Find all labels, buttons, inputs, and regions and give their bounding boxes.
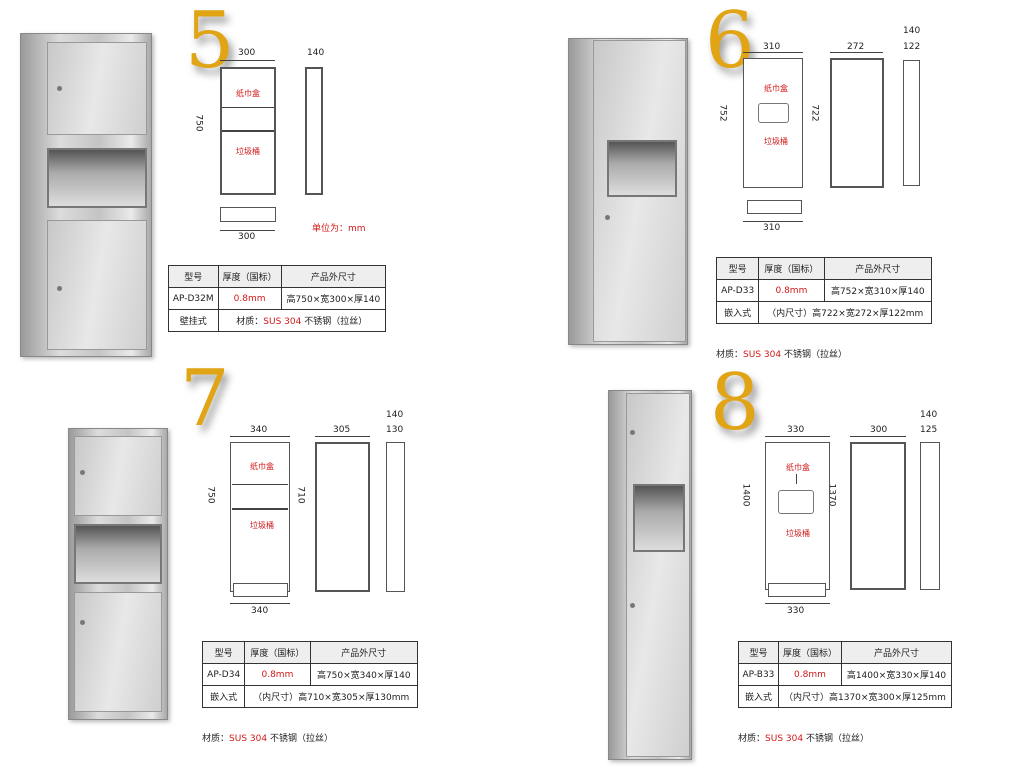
label-towel: 纸巾盒 — [250, 462, 274, 471]
inner-depth-dim: 125 — [920, 425, 938, 435]
unit-note: 单位为：mm — [312, 224, 366, 234]
type-cell: 嵌入式 — [715, 301, 760, 324]
inner-width-dim: 300 — [870, 425, 888, 435]
model-cell: AP-D33 — [715, 279, 760, 302]
label-trash: 垃圾桶 — [764, 137, 788, 146]
label-towel: 纸巾盒 — [786, 463, 810, 472]
inner-height-dim: 722 — [809, 104, 820, 122]
width-dim: 300 — [238, 48, 256, 58]
th-thickness: 厚度（国标） — [244, 641, 311, 664]
material-cell: 材质：SUS 304 不锈钢（拉丝） — [217, 309, 386, 332]
size-cell: 高752×宽310×厚140 — [823, 279, 932, 302]
material-note: 材质：SUS 304 不锈钢（拉丝） — [716, 350, 847, 360]
thickness-cell: 0.8mm — [777, 663, 842, 686]
label-towel: 纸巾盒 — [236, 89, 260, 98]
th-size: 产品外尺寸 — [309, 641, 418, 664]
inner-width-dim: 305 — [333, 425, 351, 435]
inner-width-dim: 272 — [847, 42, 865, 52]
inner-depth-dim: 130 — [386, 425, 404, 435]
model-cell: AP-B33 — [738, 663, 779, 686]
material-note: 材质：SUS 304 不锈钢（拉丝） — [202, 734, 333, 744]
size-cell: 高1400×宽330×厚140 — [840, 663, 953, 686]
depth-dim: 140 — [307, 48, 325, 58]
bottom-dim: 310 — [763, 223, 781, 233]
section-number: 8 — [710, 358, 760, 448]
label-trash: 垃圾桶 — [786, 529, 810, 538]
inner-size-cell: （内尺寸）高722×宽272×厚122mm — [758, 301, 932, 324]
width-dim: 310 — [763, 42, 781, 52]
model-cell: AP-D32M — [168, 287, 219, 310]
th-thickness: 厚度（国标） — [777, 641, 842, 664]
type-cell: 嵌入式 — [738, 685, 779, 708]
th-model: 型号 — [201, 641, 246, 664]
model-cell: AP-D34 — [201, 663, 246, 686]
th-thickness: 厚度（国标） — [758, 257, 825, 280]
section-number: 7 — [180, 354, 230, 444]
inner-height-dim: 710 — [295, 486, 306, 504]
label-trash: 垃圾桶 — [250, 521, 274, 530]
inner-size-cell: （内尺寸）高1370×宽300×厚125mm — [777, 685, 953, 708]
height-dim: 1400 — [740, 483, 751, 507]
width-dim: 330 — [787, 425, 805, 435]
bottom-dim: 330 — [787, 606, 805, 616]
th-thickness: 厚度（国标） — [217, 265, 282, 288]
th-size: 产品外尺寸 — [280, 265, 387, 288]
th-model: 型号 — [715, 257, 760, 280]
size-cell: 高750×宽340×厚140 — [309, 663, 418, 686]
thickness-cell: 0.8mm — [217, 287, 282, 310]
height-dim: 750 — [205, 486, 216, 504]
height-dim: 750 — [193, 114, 204, 132]
inner-depth-dim: 122 — [903, 42, 921, 52]
th-size: 产品外尺寸 — [840, 641, 953, 664]
material-note: 材质：SUS 304 不锈钢（拉丝） — [738, 734, 869, 744]
bottom-dim: 300 — [238, 232, 256, 242]
label-towel: 纸巾盒 — [764, 84, 788, 93]
bottom-dim: 340 — [251, 606, 269, 616]
th-size: 产品外尺寸 — [823, 257, 932, 280]
width-dim: 340 — [250, 425, 268, 435]
size-cell: 高750×宽300×厚140 — [280, 287, 387, 310]
inner-size-cell: （内尺寸）高710×宽305×厚130mm — [244, 685, 418, 708]
height-dim: 752 — [717, 104, 728, 122]
type-cell: 壁挂式 — [168, 309, 219, 332]
label-trash: 垃圾桶 — [236, 147, 260, 156]
thickness-cell: 0.8mm — [758, 279, 825, 302]
depth-dim: 140 — [903, 26, 921, 36]
depth-dim: 140 — [386, 410, 404, 420]
th-model: 型号 — [738, 641, 779, 664]
type-cell: 嵌入式 — [201, 685, 246, 708]
thickness-cell: 0.8mm — [244, 663, 311, 686]
th-model: 型号 — [168, 265, 219, 288]
depth-dim: 140 — [920, 410, 938, 420]
